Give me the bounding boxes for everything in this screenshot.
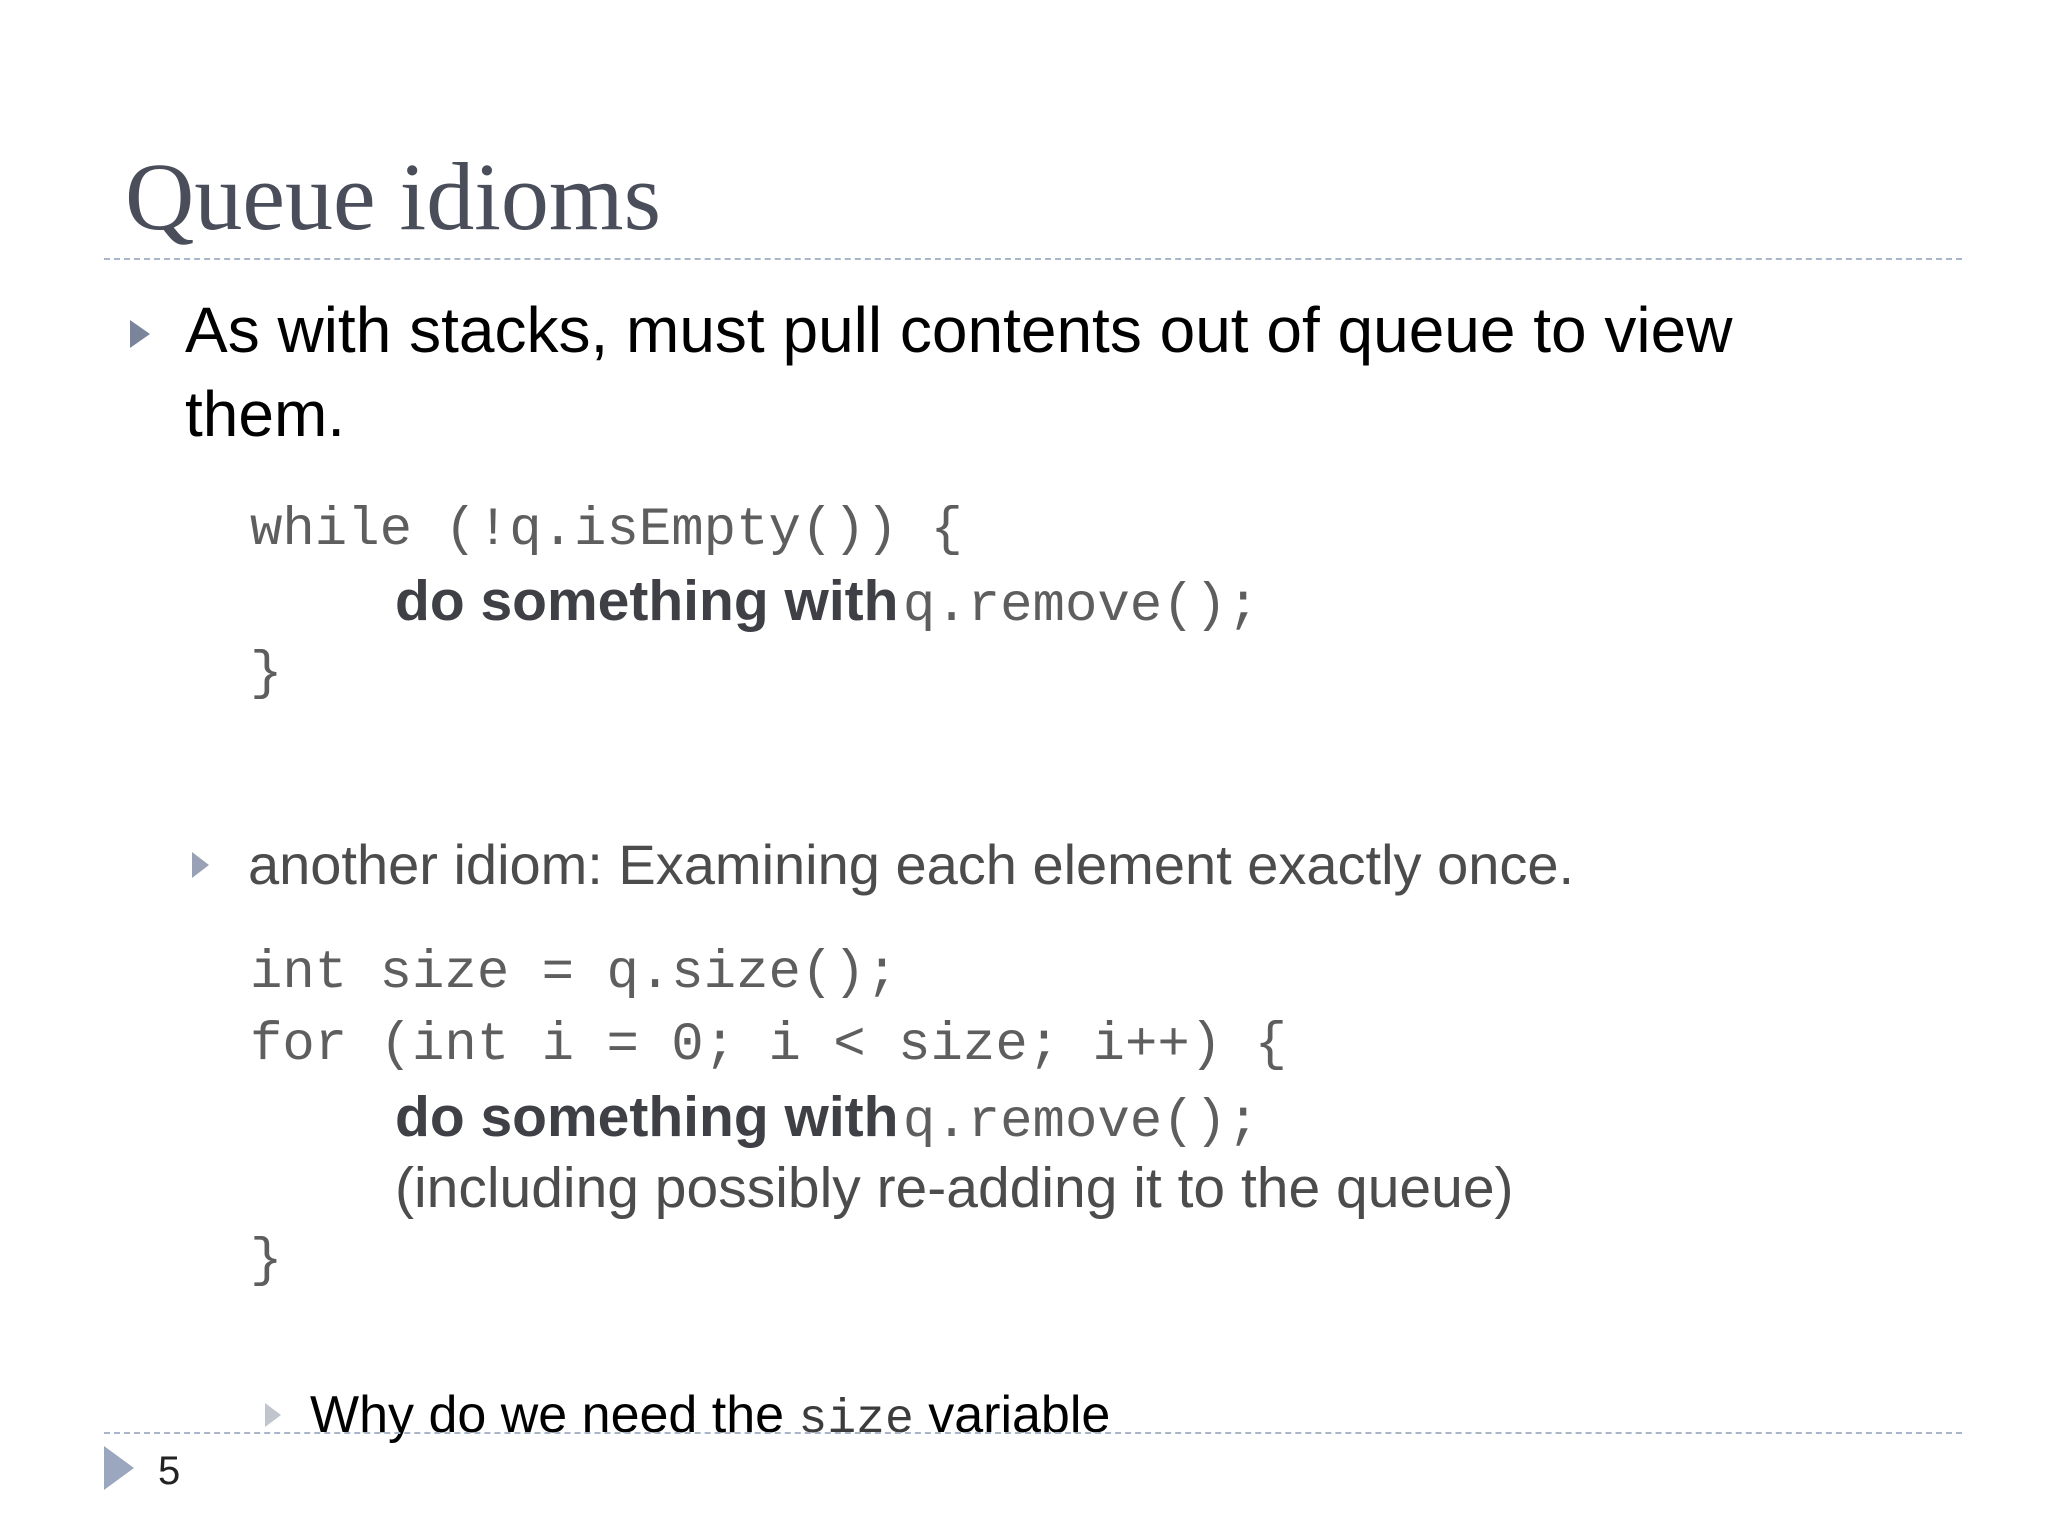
bullet-1-line-1: As with stacks, must pull contents out o…	[185, 294, 1733, 366]
bullet-1-line-2: them.	[185, 378, 346, 450]
code-1-line-1: while (!q.isEmpty()) {	[250, 500, 963, 561]
slide-number: 5	[158, 1449, 181, 1493]
code-2-remove-call: q.remove();	[902, 1092, 1260, 1153]
code-2-line-3: do something with q.remove();	[395, 1081, 1259, 1168]
code-2-line-1: int size = q.size();	[250, 943, 899, 1004]
code-1-line-2: do something with q.remove();	[395, 565, 1259, 652]
code-1-action-text: do something with	[395, 569, 899, 633]
footer-triangle-icon	[104, 1446, 134, 1490]
code-2-line-4: (including possibly re-adding it to the …	[395, 1156, 1514, 1220]
bullet-triangle-icon	[130, 320, 150, 348]
slide-title: Queue idioms	[125, 143, 661, 250]
code-1-line-3: }	[250, 644, 283, 705]
bullet-3-text-before: Why do we need the	[310, 1386, 785, 1444]
bullet-3-text-after: variable	[928, 1386, 1111, 1444]
code-2-line-2: for (int i = 0; i < size; i++) {	[250, 1015, 1287, 1076]
bullet-3-code: size	[798, 1393, 914, 1447]
bullet-2-text: another idiom: Examining each element ex…	[248, 833, 1575, 896]
code-2-line-5: }	[250, 1231, 283, 1292]
bullet-triangle-icon	[192, 852, 209, 878]
code-2-action-text: do something with	[395, 1085, 899, 1149]
code-1-remove-call: q.remove();	[902, 576, 1260, 637]
footer-divider	[104, 1432, 1962, 1434]
title-divider	[104, 258, 1962, 260]
bullet-triangle-icon	[265, 1403, 281, 1427]
bullet-3: Why do we need the size variable	[310, 1384, 1110, 1451]
